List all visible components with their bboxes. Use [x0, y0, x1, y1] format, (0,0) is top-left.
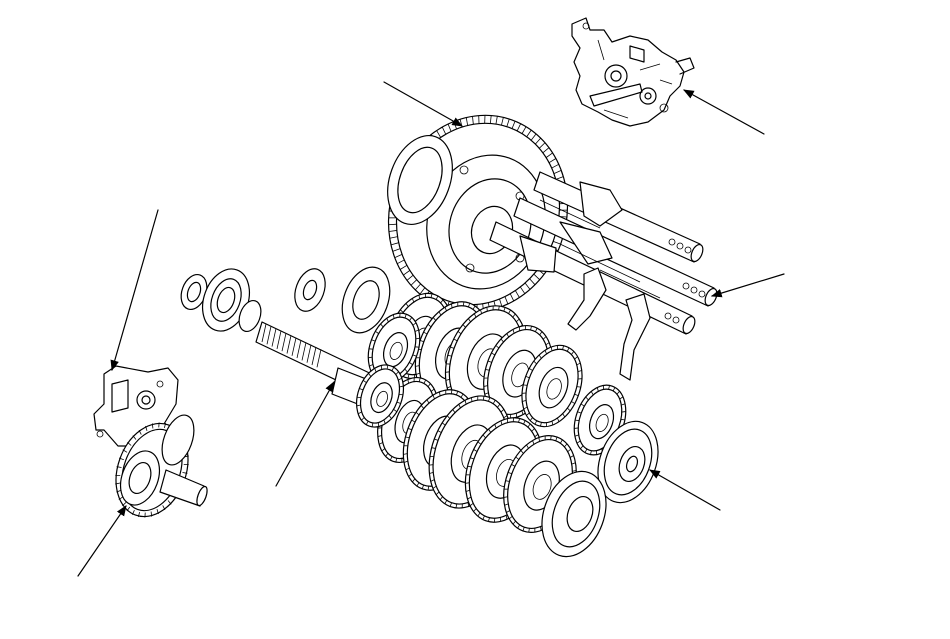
differential-assembly	[387, 114, 569, 314]
leader-idler-gear	[77, 505, 127, 577]
leader-shift-fork-shaft	[710, 273, 785, 298]
leader-countershaft	[649, 469, 721, 511]
countershaft-assembly	[541, 420, 659, 558]
leader-lines	[77, 81, 785, 577]
gear-stack	[356, 292, 627, 534]
shift-arm-assembly	[571, 17, 695, 127]
leader-shift-arm	[683, 89, 765, 135]
leader-idler-holder	[110, 209, 159, 372]
reverse-idler-gear-assembly	[115, 414, 208, 518]
leader-mainshaft	[275, 381, 335, 487]
shift-fork-shaft-assembly	[489, 171, 718, 381]
leader-differential	[383, 81, 463, 127]
